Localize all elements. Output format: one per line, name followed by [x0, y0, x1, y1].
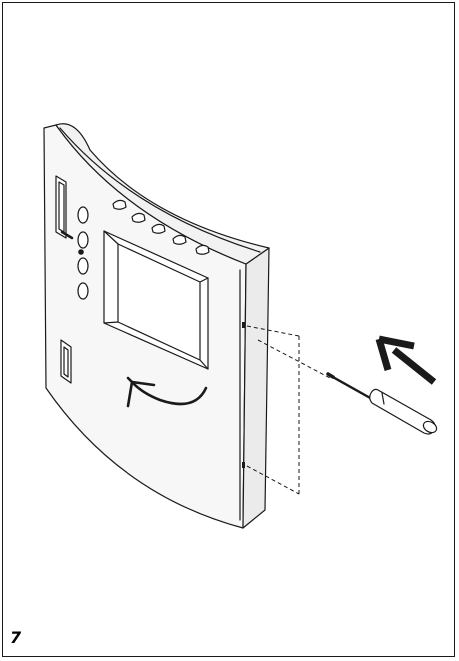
- front-buttons: [77, 206, 89, 300]
- figure-frame: [2, 2, 455, 657]
- screw-alignment-guides: [246, 325, 331, 495]
- figure-number: 7: [10, 628, 22, 647]
- controller-housing: [43, 123, 270, 529]
- screwdriver-icon: [326, 372, 438, 435]
- card-slot-hatch: [60, 230, 74, 240]
- display-window-bevel: [103, 230, 209, 370]
- side-screw-markers: [242, 322, 245, 468]
- housing-top-edge-line: [59, 127, 261, 253]
- lower-opening-inner: [63, 346, 69, 378]
- housing-top-cap: [55, 123, 270, 265]
- rotate-cover-arrow-icon: [126, 376, 208, 408]
- top-edge-knobs: [112, 199, 210, 255]
- insert-direction-arrow-icon: [375, 335, 437, 385]
- housing-side-panel: [242, 247, 270, 529]
- lower-opening: [60, 339, 72, 384]
